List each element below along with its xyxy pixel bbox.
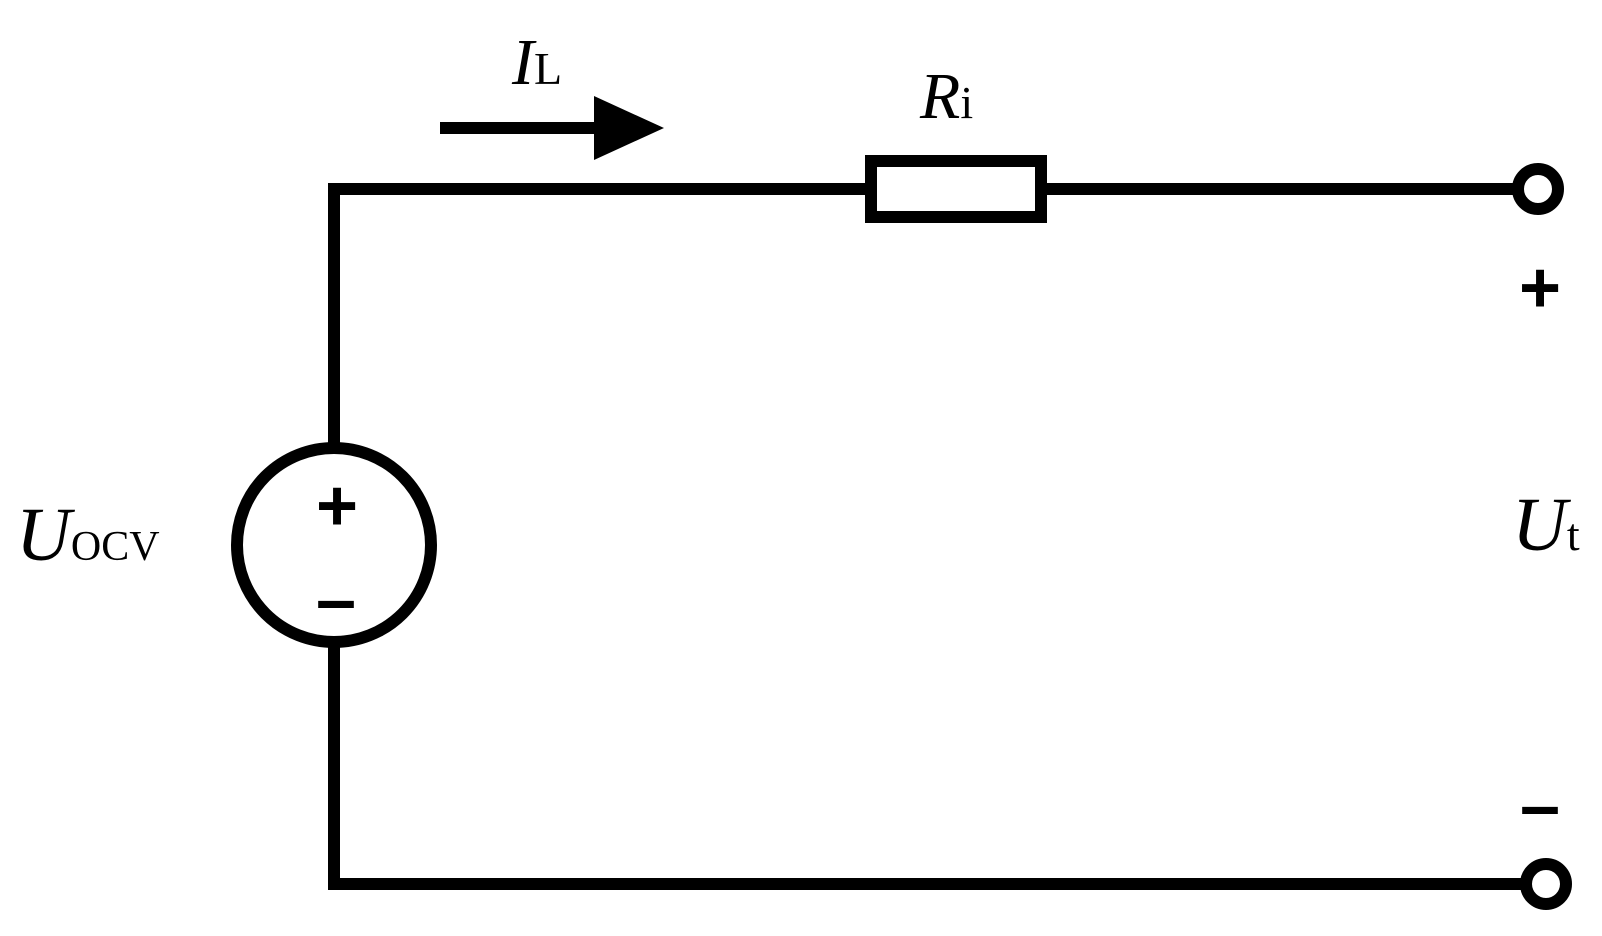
current-label: IL xyxy=(511,26,562,99)
terminal-voltage-subscript: t xyxy=(1567,509,1580,560)
terminal-voltage-symbol: U xyxy=(1512,483,1571,567)
wire-top-left xyxy=(328,183,877,454)
resistor-label: Ri xyxy=(919,60,973,133)
terminal-voltage-label: Ut xyxy=(1512,483,1580,567)
resistor xyxy=(865,155,1047,223)
wire-bottom xyxy=(328,636,1528,890)
terminal-positive xyxy=(1512,163,1564,215)
source-voltage-subscript: OCV xyxy=(71,524,160,570)
source-plus-sign: + xyxy=(316,466,358,546)
resistor-symbol: R xyxy=(919,60,960,133)
source-voltage-label: UOCV xyxy=(16,493,160,577)
resistor-subscript: i xyxy=(960,77,973,128)
source-minus-sign: – xyxy=(316,560,356,640)
current-subscript: L xyxy=(534,43,562,94)
terminal-minus-sign: – xyxy=(1520,766,1560,846)
current-arrow xyxy=(440,96,664,160)
current-symbol: I xyxy=(511,26,537,99)
terminal-plus-sign: + xyxy=(1519,248,1561,328)
source-voltage-symbol: U xyxy=(16,493,75,577)
terminal-negative xyxy=(1520,858,1572,910)
